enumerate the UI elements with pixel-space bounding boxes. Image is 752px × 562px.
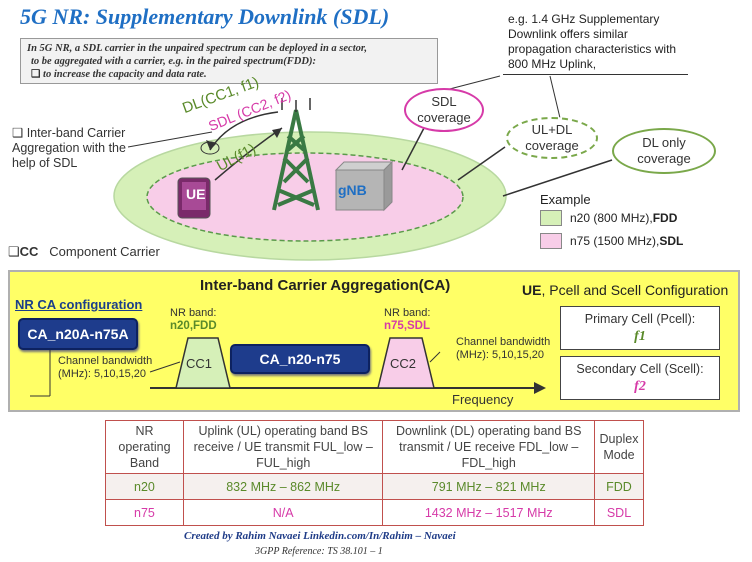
table-row: n20 832 MHz – 862 MHz 791 MHz – 821 MHz … — [105, 473, 645, 500]
note-connector-2 — [549, 75, 561, 119]
intro-line-2: to be aggregated with a carrier, e.g. in… — [31, 56, 316, 67]
table-header: Duplex Mode — [593, 420, 645, 474]
ca-config-button: CA_n20A-n75A — [18, 318, 138, 350]
table-cell: 832 MHz – 862 MHz — [182, 473, 384, 500]
propagation-note: e.g. 1.4 GHz Supplementary Downlink offe… — [508, 12, 677, 71]
nr-ca-config-title: NR CA configuration — [15, 297, 143, 312]
uldl-connector — [457, 146, 506, 181]
table-cell: n75 — [105, 499, 184, 526]
dlonly-coverage-bubble: DL only coverage — [612, 128, 716, 174]
table-cell: 791 MHz – 821 MHz — [382, 473, 595, 500]
dlonly-connector — [502, 159, 613, 197]
gnb-icon — [334, 160, 394, 212]
band1-value: n20,FDD — [170, 320, 217, 332]
band-table: NR operating Band Uplink (UL) operating … — [105, 420, 645, 526]
legend-swatch-n20 — [540, 210, 562, 226]
ca-band-combination-button: CA_n20-n75 — [230, 344, 370, 374]
legend-title: Example — [540, 192, 591, 207]
cc1-shape — [175, 337, 231, 389]
table-header: NR operating Band — [105, 420, 184, 474]
channel-bw-left: Channel bandwidth (MHz): 5,10,15,20 — [58, 355, 153, 380]
table-header: Uplink (UL) operating band BS receive / … — [182, 420, 384, 474]
pcell-box: Primary Cell (Pcell): f1 — [560, 306, 720, 350]
ca-diagram — [30, 337, 546, 397]
table-cell: 1432 MHz – 1517 MHz — [382, 499, 595, 526]
ca-config-title: UE, Pcell and Scell Configuration — [522, 282, 729, 298]
credit-line: Created by Rahim Navaei Linkedin.com/In/… — [184, 530, 456, 542]
scell-frequency: f2 — [634, 379, 646, 394]
band1-label: NR band: — [170, 307, 217, 319]
page-title: 5G NR: Supplementary Downlink (SDL) — [20, 4, 390, 29]
legend-item-n20: n20 (800 MHz),FDD — [570, 211, 678, 225]
table-cell: N/A — [182, 499, 384, 526]
table-header-row: NR operating Band Uplink (UL) operating … — [105, 420, 645, 474]
scell-box: Secondary Cell (Scell): f2 — [560, 356, 720, 400]
cc2-shape — [377, 337, 435, 389]
checkbox-icon: ❑ — [31, 69, 44, 80]
arrow-right-icon — [534, 382, 546, 394]
legend-item-n75: n75 (1500 MHz),SDL — [570, 234, 684, 248]
ue-label: UE — [186, 186, 206, 202]
cc-definition: ❑CC Component Carrier — [8, 244, 160, 259]
sdl-coverage-bubble: SDL coverage — [404, 88, 484, 132]
scell-label: Secondary Cell (Scell): — [576, 362, 704, 376]
table-header: Downlink (DL) operating band BS transmit… — [382, 420, 595, 474]
coverage-diagram — [113, 75, 613, 261]
note-divider — [503, 74, 688, 75]
reference-line: 3GPP Reference: TS 38.101 – 1 — [255, 546, 383, 557]
checkbox-icon: ❑ — [8, 244, 20, 259]
legend-swatch-n75 — [540, 233, 562, 249]
ue-device-icon — [177, 177, 211, 219]
side-label: ❑ Inter-band Carrier Aggregation with th… — [12, 126, 126, 170]
tower-icon — [272, 109, 320, 211]
side-arrow — [127, 131, 213, 148]
table-cell: n20 — [105, 473, 184, 500]
band2-value: n75,SDL — [384, 320, 431, 332]
intro-box: In 5G NR, a SDL carrier in the unpaired … — [20, 38, 438, 84]
intro-bullet: ❑ to increase the capacity and data rate… — [31, 69, 207, 80]
cc1-label: CC1 — [186, 356, 213, 371]
sdl-connector — [401, 127, 425, 171]
uldl-coverage-bubble: UL+DL coverage — [506, 117, 598, 159]
table-cell: SDL — [593, 499, 645, 526]
table-row: n75 N/A 1432 MHz – 1517 MHz SDL — [105, 499, 645, 526]
ca-title: Inter-band Carrier Aggregation(CA) — [200, 277, 451, 294]
gnb-label: gNB — [338, 182, 367, 198]
pcell-label: Primary Cell (Pcell): — [584, 312, 696, 326]
table-cell: FDD — [593, 473, 645, 500]
antenna-icon — [281, 98, 311, 112]
checkbox-icon: ❑ — [12, 126, 27, 140]
frequency-label: Frequency — [452, 392, 514, 407]
intro-line-1: In 5G NR, a SDL carrier in the unpaired … — [27, 43, 367, 54]
pcell-frequency: f1 — [634, 329, 646, 344]
band2-label: NR band: — [384, 307, 431, 319]
channel-bw-right: Channel bandwidth (MHz): 5,10,15,20 — [456, 336, 551, 361]
cc2-label: CC2 — [390, 356, 417, 371]
